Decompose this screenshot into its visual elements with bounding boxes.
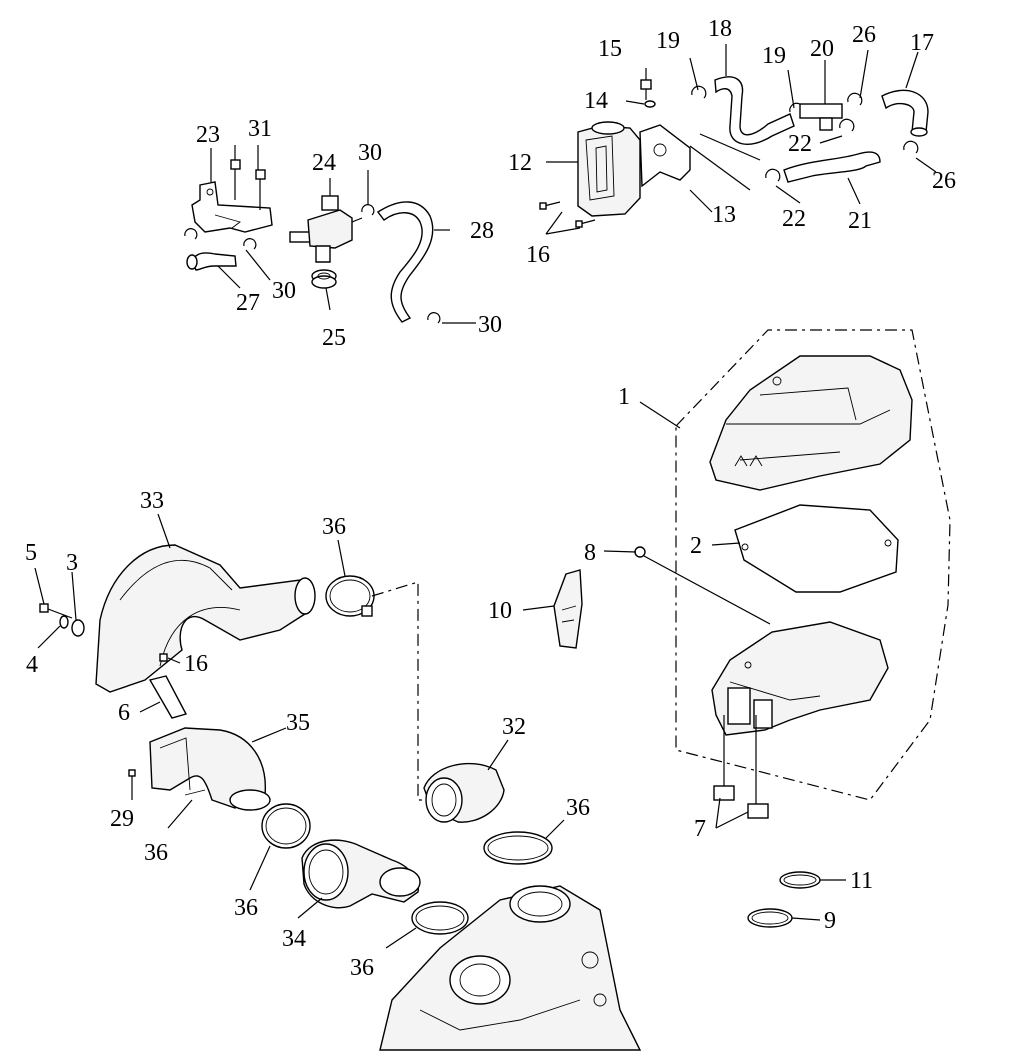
- callout-32: 32: [502, 714, 526, 740]
- callout-22a: 22: [788, 131, 812, 157]
- screw-8: [634, 546, 771, 625]
- callout-16b: 16: [184, 651, 208, 677]
- callout-3: 3: [66, 550, 78, 576]
- air-box-cover: [709, 355, 913, 491]
- callout-28: 28: [470, 218, 494, 244]
- tie-37: [184, 789, 206, 796]
- air-box-base: [711, 621, 889, 736]
- intake-duct-group: [34, 513, 642, 1051]
- washer-4: [59, 615, 69, 629]
- screw-15: [640, 79, 652, 100]
- clamp-36-upper: [325, 575, 375, 617]
- callout-4: 4: [26, 652, 38, 678]
- callout-20: 20: [810, 36, 834, 62]
- clamp-36-bottom: [411, 901, 469, 935]
- hose-28: [376, 201, 434, 323]
- callout-36a: 36: [322, 514, 346, 540]
- tee-20: [799, 103, 843, 131]
- callout-33: 33: [140, 488, 164, 514]
- callout-17: 17: [910, 30, 934, 56]
- callout-24: 24: [312, 150, 336, 176]
- callout-10: 10: [488, 598, 512, 624]
- bolt-5: [39, 603, 73, 619]
- callout-14: 14: [584, 88, 608, 114]
- callout-30b: 30: [272, 278, 296, 304]
- callout-5: 5: [25, 540, 37, 566]
- callout-27: 27: [236, 290, 260, 316]
- callout-8: 8: [584, 540, 596, 566]
- valve-assembly-group: [184, 145, 476, 324]
- callout-35: 35: [286, 710, 310, 736]
- hose-27: [191, 252, 237, 271]
- collar-25: [311, 269, 337, 289]
- callout-6: 6: [118, 700, 130, 726]
- bolts-31: [230, 159, 266, 210]
- grommet-3: [71, 619, 85, 637]
- bracket-6: [148, 675, 188, 719]
- throttle-body-housing: [379, 885, 642, 1051]
- hose-21: [783, 151, 881, 183]
- callout-2: 2: [690, 533, 702, 559]
- callout-7: 7: [694, 816, 706, 842]
- callout-1: 1: [618, 384, 630, 410]
- callout-21: 21: [848, 208, 872, 234]
- callout-25: 25: [322, 325, 346, 351]
- canister-assembly-group: [539, 44, 937, 235]
- callout-16a: 16: [526, 242, 550, 268]
- clamp-36-right: [483, 831, 553, 865]
- callout-11: 11: [850, 868, 873, 894]
- callout-30a: 30: [358, 140, 382, 166]
- callout-34: 34: [282, 926, 306, 952]
- callout-labels: 1 2 3 4 5 6 7 8 9 10 11 12 13 14 15 16 1…: [25, 16, 956, 981]
- callout-37: 36: [144, 840, 168, 866]
- hose-17: [881, 89, 929, 133]
- duct-33: [95, 544, 316, 693]
- callout-23: 23: [196, 122, 220, 148]
- boot-32: [423, 762, 505, 823]
- callout-26b: 26: [932, 168, 956, 194]
- duct-34: [301, 839, 421, 909]
- air-box-group: [522, 329, 951, 928]
- callout-36d: 36: [350, 955, 374, 981]
- clip-7b: [747, 803, 769, 819]
- callout-30c: 30: [478, 312, 502, 338]
- hose-18: [714, 76, 795, 145]
- callout-36b: 36: [566, 795, 590, 821]
- callout-18: 18: [708, 16, 732, 42]
- filter-element-2: [734, 504, 899, 593]
- callout-22b: 22: [782, 206, 806, 232]
- valve-24: [289, 195, 363, 263]
- callout-31: 31: [248, 116, 272, 142]
- callout-13: 13: [712, 202, 736, 228]
- callout-15: 15: [598, 36, 622, 62]
- clamp-36-left: [261, 803, 311, 849]
- callout-19a: 19: [656, 28, 680, 54]
- bracket-13: [639, 124, 691, 188]
- clip-7a: [713, 785, 735, 801]
- callout-26a: 26: [852, 22, 876, 48]
- washer-14: [644, 100, 656, 108]
- callout-29: 29: [110, 806, 134, 832]
- callout-19b: 19: [762, 43, 786, 69]
- callout-9: 9: [824, 908, 836, 934]
- callout-12: 12: [508, 150, 532, 176]
- canister-12: [577, 121, 641, 217]
- hose-clamp-11: [779, 871, 821, 889]
- duct-35: [149, 727, 271, 811]
- bracket-10: [553, 569, 583, 649]
- callout-36c: 36: [234, 895, 258, 921]
